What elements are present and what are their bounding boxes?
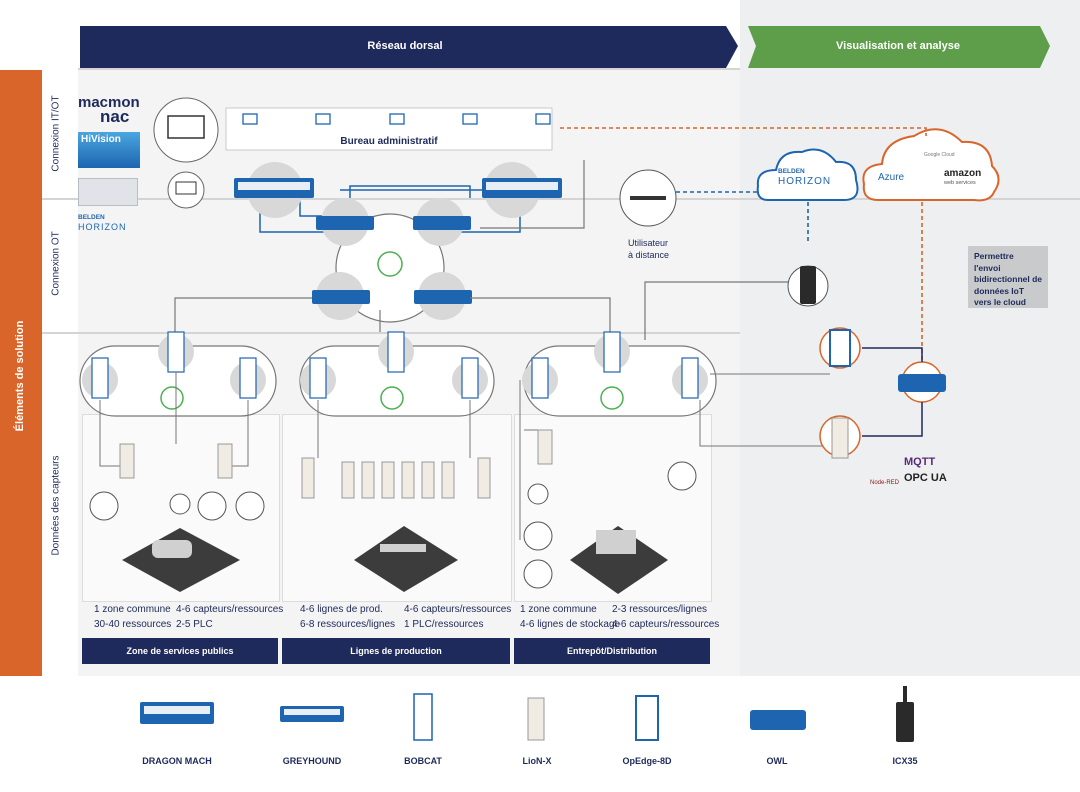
desktop-pc-icon: [153, 97, 219, 163]
zone3-stat-2: 4-6 lignes de stockage: [520, 619, 621, 630]
backbone-label: Réseau dorsal: [367, 40, 443, 52]
azure-label: Azure: [878, 172, 905, 183]
legend-greyhound: GREYHOUND: [282, 756, 342, 766]
din-switch-icon: [413, 693, 433, 741]
zone1-stat-2: 30-40 ressources: [94, 619, 172, 630]
zone3-stat-4: 4-6 capteurs/ressources: [612, 619, 720, 630]
legend-icx35: ICX35: [892, 756, 918, 766]
horizon-cloud-label: BELDEN HORIZON: [778, 168, 831, 187]
rack-switch-icon: [280, 706, 344, 722]
zone2-stat-1: 4-6 lignes de prod.: [300, 604, 383, 615]
belden-horizon-logo-small: BELDEN HORIZON: [78, 214, 127, 232]
dashboard-screenshot-icon: [78, 178, 138, 206]
belden-text: BELDEN: [78, 214, 105, 221]
hivision-logo: HiVision: [78, 132, 140, 168]
legend-dragon-mach: DRAGON MACH: [142, 756, 212, 766]
mrp-logos: [160, 251, 624, 410]
horizon-cloud-belden: BELDEN: [778, 168, 805, 175]
google-cloud-label: Google Cloud: [924, 152, 955, 158]
greyhound-switches: [312, 198, 472, 320]
bobcat-switches: [82, 331, 708, 399]
rack-switch-icon: [140, 702, 214, 724]
opedge-devices: [819, 327, 861, 459]
machine-illustrations: [122, 526, 668, 594]
zone3-stat-3: 2-3 ressources/lignes: [612, 604, 708, 615]
zone1-stat-4: 2-5 PLC: [176, 619, 213, 630]
macmon-logo: macmon nac: [78, 94, 140, 126]
legend-devices: [140, 686, 914, 742]
cloud-note: Permettre l'envoi bidirectionnel de donn…: [968, 246, 1048, 308]
owl-links: [862, 347, 923, 437]
sensor-links: [99, 372, 830, 540]
zone1-stat-3: 4-6 capteurs/ressources: [176, 604, 284, 615]
machine-details: [152, 530, 636, 558]
icx35-device: [787, 265, 829, 307]
belden-horizon-cloud: [756, 148, 859, 201]
zone-utilities-label: Zone de services publics: [82, 638, 278, 664]
legend-owl: OWL: [766, 756, 788, 766]
laptop-icon: [167, 171, 205, 209]
office-box: [225, 107, 553, 151]
public-cloud: [862, 128, 1000, 202]
band-divider-itot: [42, 198, 1080, 200]
aws-sub-label: web services: [944, 180, 976, 186]
network-diagram: [79, 97, 1000, 594]
backbone-chevron: [80, 26, 738, 68]
visualization-chevron: [748, 26, 1050, 68]
dragon-mach-switch-right: [482, 162, 562, 218]
nac-text: nac: [100, 107, 130, 126]
visualization-label: Visualisation et analyse: [836, 40, 960, 52]
zone3-stat-1: 1 zone commune: [520, 604, 597, 615]
zone2-stat-2: 6-8 ressources/lignes: [300, 619, 396, 630]
legend-lionx: LioN-X: [522, 756, 552, 766]
owl-router: [898, 361, 946, 403]
office-workstations: [242, 113, 551, 125]
office-label: Bureau administratif: [340, 136, 438, 147]
horizon-text: HORIZON: [78, 222, 127, 232]
sensor-icons: [89, 461, 697, 589]
horizon-cloud-horizon: HORIZON: [778, 176, 832, 187]
zone-warehouse-label: Entrepôt/Distribution: [514, 638, 710, 664]
zone2-stat-4: 1 PLC/ressources: [404, 619, 484, 630]
macmon-text: macmon: [78, 94, 140, 111]
legend-bobcat: BOBCAT: [404, 756, 442, 766]
remote-user-label-2: à distance: [628, 250, 670, 260]
zone2-stat-3: 4-6 capteurs/ressources: [404, 604, 512, 615]
zone1-stat-1: 1 zone commune: [94, 604, 171, 615]
amazon-label: amazon: [944, 168, 982, 179]
hivision-text: HiVision: [81, 134, 121, 145]
edge-device-icon: [635, 695, 659, 741]
mqtt-logo: MQTT: [904, 456, 936, 468]
band-divider-top: [78, 68, 740, 70]
router-icon: [750, 710, 806, 730]
node-red-logo: Node-RED: [870, 480, 900, 486]
header-chevrons: [80, 26, 1050, 68]
solution-elements-band: [0, 70, 42, 676]
dragon-mach-switch-left: [234, 162, 314, 218]
remote-user-label-1: Utilisateur: [628, 238, 669, 248]
cellular-router-icon: [896, 686, 914, 742]
visualization-panel: [740, 0, 1080, 676]
io-module-icon: [527, 697, 545, 741]
mrp-sensor-rings: [79, 345, 717, 417]
lionx-modules: [119, 429, 553, 499]
opcua-logo: OPC UA: [904, 472, 947, 484]
zone-production-label: Lignes de production: [282, 638, 510, 664]
ot-connections: [174, 160, 790, 340]
cloud-dashed-links: [560, 127, 927, 370]
legend-opedge: OpEdge-8D: [622, 756, 672, 766]
